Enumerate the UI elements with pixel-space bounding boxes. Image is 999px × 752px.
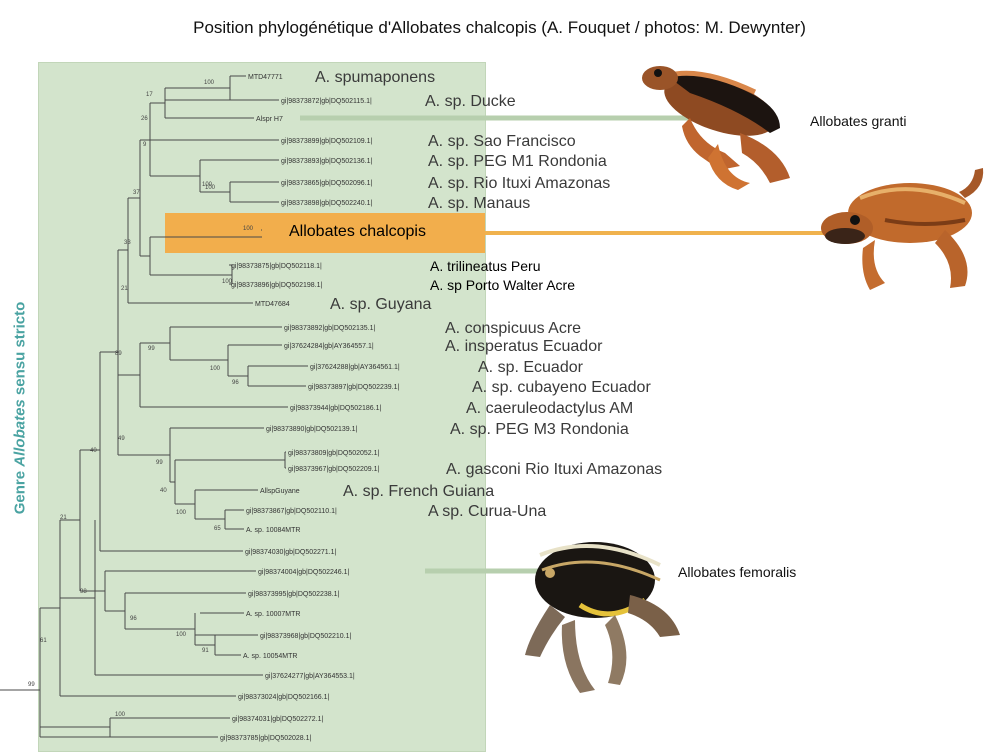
tip-accession: gi|98373867|gb|DQ502110.1| (246, 508, 337, 515)
support-value: 99 (148, 346, 155, 352)
tree-support-values: 100 17 26 9 100 100 37 100 33 100 21 99 100 96 89 49 99 4… (28, 80, 254, 718)
support-value: 100 (176, 510, 187, 516)
tip-accession: gi|98373944|gb|DQ502186.1| (290, 405, 382, 412)
tip-species-name: A. sp. PEG M1 Rondonia (428, 153, 607, 170)
tip-species-name: A. sp. Guyana (330, 296, 431, 313)
tip-accession: gi|98374030|gb|DQ502271.1| (245, 549, 337, 556)
frog-femoralis-icon (525, 542, 680, 693)
tip-accession: gi|98373865|gb|DQ502096.1| (281, 180, 373, 187)
figure-caption: Position phylogénétique d'Allobates chal… (193, 18, 806, 37)
frog-chalcopis-icon (821, 168, 984, 290)
tip-accession: gi|98373995|gb|DQ502238.1| (248, 591, 340, 598)
support-value: 100 (202, 182, 213, 188)
tip-accession: gi|98373890|gb|DQ502139.1| (266, 426, 358, 433)
chalcopis-highlight (165, 213, 485, 253)
tip-species-name: A. sp. Ecuador (478, 359, 584, 376)
support-value: 49 (118, 436, 125, 442)
support-value: 100 (243, 226, 254, 232)
support-value: 33 (124, 240, 131, 246)
tip-species-name: A. sp Porto Walter Acre (430, 277, 575, 293)
support-value: 17 (146, 92, 153, 98)
frog-femoralis-label: Allobates femoralis (678, 564, 797, 580)
frog-granti-label: Allobates granti (810, 113, 907, 129)
support-value: 96 (232, 380, 239, 386)
support-value: 100 (204, 80, 215, 86)
tip-accession: gi|98373968|gb|DQ502210.1| (260, 633, 352, 640)
tip-accession: gi|98373967|gb|DQ502209.1| (288, 466, 380, 473)
support-value: 100 (210, 366, 221, 372)
tip-accession: gi|98373892|gb|DQ502135.1| (284, 325, 376, 332)
frog-granti-icon (642, 66, 790, 190)
tip-species-name: A. sp. Rio Ituxi Amazonas (428, 175, 610, 192)
support-value: 26 (141, 116, 148, 122)
support-value: 100 (222, 279, 233, 285)
support-value: 21 (121, 286, 128, 292)
tip-accession: Alspr H7 (256, 116, 283, 123)
tip-species-name: A. sp. PEG M3 Rondonia (450, 421, 629, 438)
tree-branches (0, 75, 308, 738)
tip-accession: gi|98373872|gb|DQ502115.1| (281, 98, 372, 105)
support-value: 9 (143, 142, 147, 148)
tip-accession: gi|98373899|gb|DQ502109.1| (281, 138, 373, 145)
support-value: 65 (214, 526, 221, 532)
tip-species-name: A. gasconi Rio Ituxi Amazonas (446, 461, 662, 478)
support-value: 99 (28, 682, 35, 688)
tip-accession: MTD47771 (248, 74, 283, 81)
support-value: 61 (40, 638, 47, 644)
tip-species-name: A. sp. Sao Francisco (428, 133, 576, 150)
tip-species-name: A. sp. Ducke (425, 93, 516, 110)
support-value: 21 (60, 515, 67, 521)
tip-species-name: A. insperatus Ecuador (445, 338, 603, 355)
tip-accession: A. sp. 10054MTR (243, 653, 297, 660)
tip-accession: gi|98373875|gb|DQ502118.1| (231, 263, 322, 270)
tip-species-name: A. sp. cubayeno Ecuador (472, 379, 651, 396)
support-value: 98 (80, 589, 87, 595)
support-value: 100 (205, 185, 216, 191)
tip-accession: gi|37624288|gb|AY364561.1| (310, 364, 400, 371)
support-value: 96 (130, 616, 137, 622)
tip-species-name: A. trilineatus Peru (430, 258, 541, 274)
tree-tip-labels: MTD47771 A. spumaponens gi|98373872|gb|DQ5… (220, 69, 662, 742)
tip-species-name: A. spumaponens (315, 69, 435, 86)
tip-species-name: A. conspicuus Acre (445, 320, 581, 337)
tip-accession: gi|98373809|gb|DQ502052.1| (288, 450, 380, 457)
tip-accession: gi|98373893|gb|DQ502136.1| (281, 158, 373, 165)
support-value: 37 (133, 190, 140, 196)
support-value: 100 (115, 712, 126, 718)
tip-accession: A. sp. 10084MTR (246, 527, 300, 534)
tip-accession: gi|37624284|gb|AY364557.1| (284, 343, 374, 350)
tip-species-name: A. caeruleodactylus AM (466, 400, 633, 417)
support-value: 99 (156, 460, 163, 466)
tip-accession: gi|98373024|gb|DQ502166.1| (238, 694, 330, 701)
tip-species-name: Allobates chalcopis (289, 223, 426, 240)
tip-accession: AllspGuyane (260, 488, 300, 495)
tip-accession: gi|98373898|gb|DQ502240.1| (281, 200, 373, 207)
tip-accession: gi|98373897|gb|DQ502239.1| (308, 384, 400, 391)
support-value: 91 (202, 648, 209, 654)
tip-accession: gi|37624277|gb|AY364553.1| (265, 673, 355, 680)
tip-accession: gi|98373785|gb|DQ502028.1| (220, 735, 312, 742)
tip-species-name: A. sp. French Guiana (343, 483, 494, 500)
support-value: 40 (160, 488, 167, 494)
support-value: 100 (176, 632, 187, 638)
support-value: 40 (90, 448, 97, 454)
support-value: 89 (115, 351, 122, 357)
tip-accession: gi|98373896|gb|DQ502198.1| (231, 282, 323, 289)
tip-species-name: A sp. Curua-Una (428, 503, 546, 520)
tip-accession: A. sp. 10007MTR (246, 611, 300, 618)
tip-accession: gi|98374004|gb|DQ502246.1| (258, 569, 350, 576)
tip-species-name: A. sp. Manaus (428, 195, 530, 212)
tip-accession: MTD47684 (255, 301, 290, 308)
tip-accession: gi|98374031|gb|DQ502272.1| (232, 716, 324, 723)
